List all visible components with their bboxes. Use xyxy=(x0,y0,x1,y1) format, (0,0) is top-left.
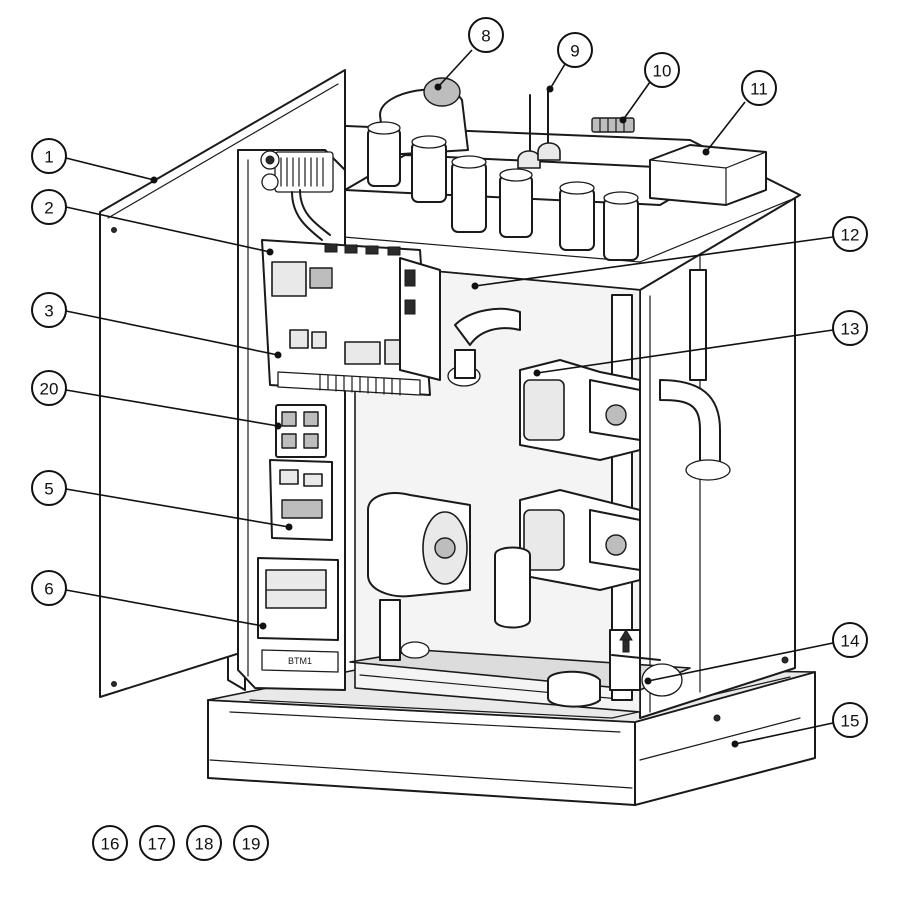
svg-text:18: 18 xyxy=(195,835,214,854)
svg-text:15: 15 xyxy=(841,712,860,731)
callout-8: 8 xyxy=(468,17,504,53)
callout-15: 15 xyxy=(832,702,868,738)
svg-text:5: 5 xyxy=(44,480,53,499)
svg-text:6: 6 xyxy=(44,580,53,599)
svg-text:11: 11 xyxy=(750,80,768,99)
electrical-box: BTM1 xyxy=(237,149,441,691)
callout-bubbles: 1 2 3 20 5 6 8 9 xyxy=(31,17,868,861)
pipework-pumps xyxy=(367,269,731,708)
svg-text:14: 14 xyxy=(841,632,860,651)
valve-assembly xyxy=(344,77,767,261)
callout-16: 16 xyxy=(92,825,128,861)
callout-12: 12 xyxy=(832,216,868,252)
callout-9: 9 xyxy=(557,32,593,68)
svg-text:20: 20 xyxy=(40,380,59,399)
callout-20: 20 xyxy=(31,370,67,406)
callout-11: 11 xyxy=(741,70,777,106)
callout-5: 5 xyxy=(31,470,67,506)
leader-lines xyxy=(65,49,834,748)
callout-18: 18 xyxy=(186,825,222,861)
svg-text:10: 10 xyxy=(653,62,672,81)
svg-text:19: 19 xyxy=(242,835,261,854)
callout-17: 17 xyxy=(139,825,175,861)
svg-text:9: 9 xyxy=(570,42,579,61)
callout-13: 13 xyxy=(832,310,868,346)
svg-text:17: 17 xyxy=(148,835,167,854)
callout-1: 1 xyxy=(31,138,67,174)
callout-19: 19 xyxy=(233,825,269,861)
svg-text:2: 2 xyxy=(44,199,53,218)
callout-10: 10 xyxy=(644,52,680,88)
callout-2: 2 xyxy=(31,189,67,225)
svg-text:8: 8 xyxy=(481,27,490,46)
callout-6: 6 xyxy=(31,570,67,606)
svg-text:13: 13 xyxy=(841,320,860,339)
callout-14: 14 xyxy=(832,622,868,658)
callout-3: 3 xyxy=(31,292,67,328)
nameplate-label: BTM1 xyxy=(288,656,312,666)
svg-text:16: 16 xyxy=(101,835,120,854)
svg-text:12: 12 xyxy=(841,226,860,245)
svg-text:3: 3 xyxy=(44,302,53,321)
svg-text:1: 1 xyxy=(44,148,53,167)
